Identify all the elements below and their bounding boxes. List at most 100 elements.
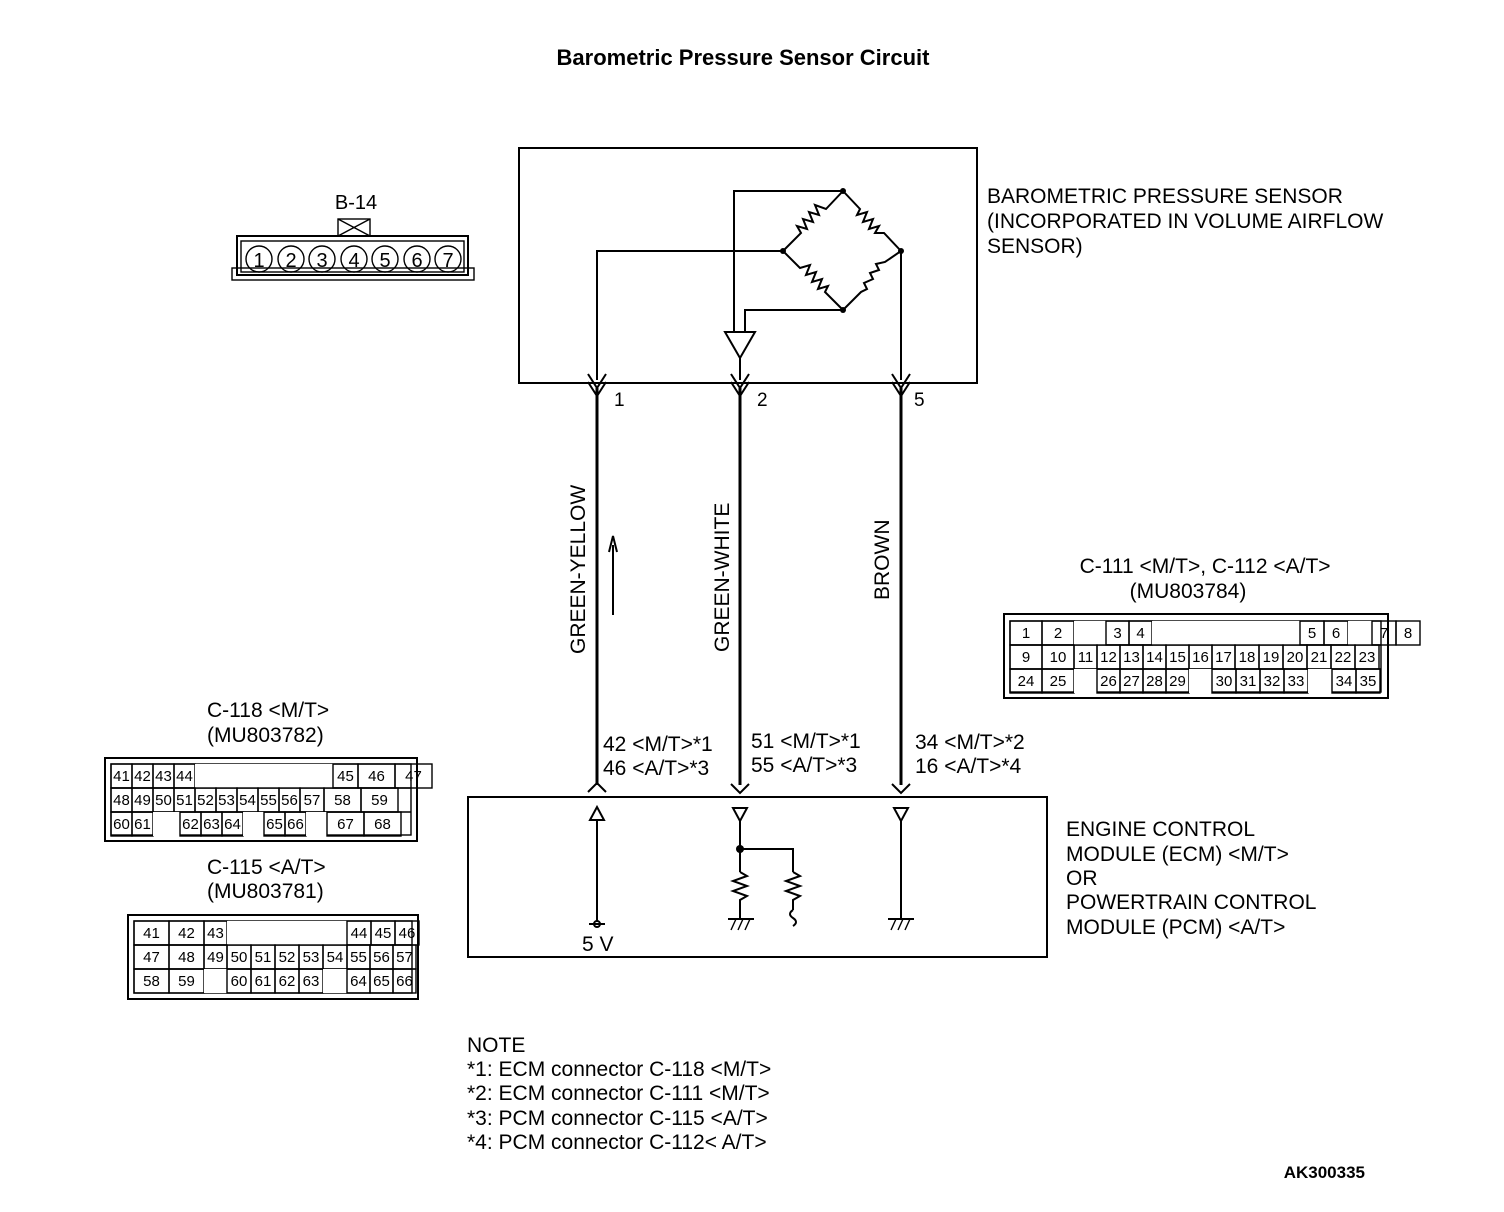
supply-voltage-label: 5 V <box>582 933 614 956</box>
sensor-label-line: (INCORPORATED IN VOLUME AIRFLOW <box>987 210 1383 233</box>
connector-pin-number: 44 <box>351 925 368 942</box>
connector-pin-number: 23 <box>1359 649 1376 666</box>
connector-blank-cavity <box>243 812 264 836</box>
harness-wires: GREEN-YELLOW GREEN-WHITE BROWN 42 <M/T>*… <box>567 388 1025 795</box>
b14-pin-label: 6 <box>411 250 422 272</box>
connector-pin-number: 19 <box>1263 649 1280 666</box>
connector-pin-number: 57 <box>304 792 321 809</box>
connector-pin-number: 51 <box>176 792 193 809</box>
connector-pin-number: 59 <box>371 792 388 809</box>
connector-pin-number: 54 <box>327 949 344 966</box>
ecm-label-line: MODULE (PCM) <A/T> <box>1066 916 1285 939</box>
b14-pin <box>340 245 368 273</box>
connector-pin-number: 64 <box>350 973 367 990</box>
ecm-label: ENGINE CONTROL MODULE (ECM) <M/T> OR POW… <box>1066 818 1322 939</box>
connector-pin-number: 66 <box>396 973 413 990</box>
connector-blank-cavity <box>1152 621 1196 645</box>
connector-blank-cavity <box>153 812 180 836</box>
connector-pin-number: 60 <box>231 973 248 990</box>
connector-pin-number: 46 <box>368 768 385 785</box>
connector-pin-number: 18 <box>1239 649 1256 666</box>
note-line: *1: ECM connector C-118 <M/T> <box>467 1058 771 1081</box>
connector-pin-number: 22 <box>1335 649 1352 666</box>
connector-blank-cavity <box>1189 669 1212 693</box>
ecm-label-line: ENGINE CONTROL <box>1066 818 1254 841</box>
connector-pin-number: 10 <box>1050 649 1067 666</box>
amplifier-symbol <box>723 331 757 361</box>
connector-pin-number: 26 <box>1100 673 1117 690</box>
connector-pin-number: 55 <box>260 792 277 809</box>
connector-pin-number: 54 <box>239 792 256 809</box>
b14-pin <box>403 245 431 273</box>
connector-pin-number: 61 <box>134 816 151 833</box>
connector-pin-number: 45 <box>337 768 354 785</box>
b14-pin-label: 4 <box>348 250 359 272</box>
connector-pin-number: 58 <box>143 973 160 990</box>
connector-pin-number: 50 <box>231 949 248 966</box>
connector-blank-cavity <box>251 921 275 945</box>
sensor-module: 1 2 5 BAROMETRIC PRESSURE SENSOR (INCORP… <box>518 147 1383 411</box>
connector-pin-number: 62 <box>279 973 296 990</box>
connector-pin-number: 14 <box>1146 649 1163 666</box>
connector-pin-number: 42 <box>134 768 151 785</box>
connector-pin-number: 20 <box>1287 649 1304 666</box>
connector-pin-number: 24 <box>1018 673 1035 690</box>
connector-blank-cavity <box>299 921 323 945</box>
connector-pin-number: 56 <box>373 949 390 966</box>
connector-pin-number: 60 <box>113 816 130 833</box>
ecm-label-line: POWERTRAIN CONTROL <box>1066 891 1316 914</box>
connector-pin-number: 52 <box>279 949 296 966</box>
sensor-label-line: SENSOR) <box>987 235 1083 258</box>
connector-pin-number: 49 <box>207 949 224 966</box>
b14-pin-label: 1 <box>253 250 264 272</box>
connector-pin-number: 53 <box>303 949 320 966</box>
connector-pin-number: 43 <box>207 925 224 942</box>
connector-title: C-115 <A/T> (MU803781) <box>207 856 332 903</box>
connector-blank-cavity <box>323 921 347 945</box>
connector-pin-number: 62 <box>182 816 199 833</box>
connector-blank-cavity <box>306 764 333 788</box>
ecm-box <box>467 796 1048 958</box>
connector-pin-number: 63 <box>303 973 320 990</box>
connector-pin-number: 45 <box>375 925 392 942</box>
connector-pin-number: 16 <box>1192 649 1209 666</box>
connector-pin-number: 29 <box>1169 673 1186 690</box>
connector-pin-number: 12 <box>1100 649 1117 666</box>
b14-pin <box>434 245 462 273</box>
connector-pin-number: 13 <box>1123 649 1140 666</box>
connector-pin-number: 2 <box>1054 625 1062 642</box>
note-block: NOTE *1: ECM connector C-118 <M/T> *2: E… <box>467 1034 771 1154</box>
connector-pin-number: 49 <box>134 792 151 809</box>
terminal-number: 2 <box>757 390 768 411</box>
connector-pin-number: 21 <box>1311 649 1328 666</box>
bridge-resistor-network <box>780 188 904 313</box>
connector-pin-number: 28 <box>1146 673 1163 690</box>
connector-blank-cavity <box>275 921 299 945</box>
connector-pin-number: 4 <box>1136 625 1144 642</box>
connector-blank-cavity <box>1348 621 1372 645</box>
connector-pin-number: 66 <box>287 816 304 833</box>
note-heading: NOTE <box>467 1034 525 1057</box>
figure-code: AK300335 <box>1284 1163 1365 1182</box>
ecm-module: 5 V ENGINE CONTROL MODULE (ECM) <M/T> OR… <box>467 796 1322 958</box>
connector-pin-number: 46 <box>399 925 416 942</box>
connector-pin-number: 32 <box>1264 673 1281 690</box>
note-line: *3: PCM connector C-115 <A/T> <box>467 1107 768 1130</box>
ecm-label-line: MODULE (ECM) <M/T> <box>1066 843 1289 866</box>
connector-pin-number: 53 <box>218 792 235 809</box>
connector-cavity <box>1395 620 1421 646</box>
connector-blank-cavity <box>227 921 251 945</box>
connector-title: C-111 <M/T>, C-112 <A/T> (MU803784) <box>1080 555 1337 603</box>
b14-label: B-14 <box>335 192 377 214</box>
connector-pin-number: 7 <box>1380 625 1388 642</box>
connector-pin-number: 34 <box>1336 673 1353 690</box>
connector-pin-number: 6 <box>1332 625 1340 642</box>
connector-pin-number: 17 <box>1215 649 1232 666</box>
connector-pin-number: 57 <box>396 949 413 966</box>
connector-blank-cavity <box>232 764 269 788</box>
connector-pin-number: 65 <box>373 973 390 990</box>
input-arrow-symbol <box>731 807 749 824</box>
connector-pin-number: 52 <box>197 792 214 809</box>
